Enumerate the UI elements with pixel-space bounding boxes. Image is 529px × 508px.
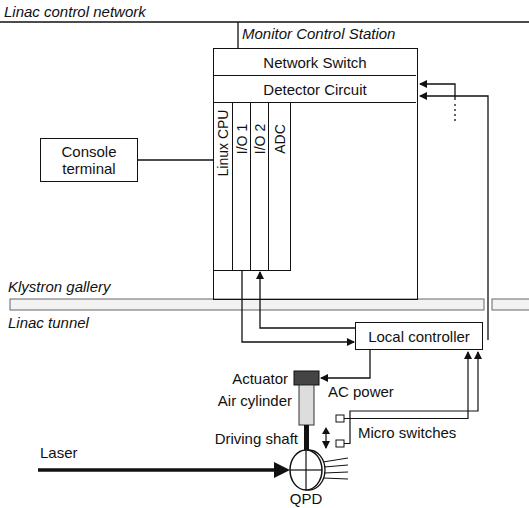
region-label: Linac control network [4, 3, 146, 20]
box-label: Network Switch [259, 54, 370, 71]
micro-switch [336, 440, 344, 447]
qpd-symbol [290, 450, 322, 490]
part-label: Air cylinder [218, 392, 292, 409]
qpd-wire [324, 472, 348, 473]
module-box: Network Switch [214, 49, 416, 76]
part-label: Laser [40, 444, 78, 461]
slot-label: ADC [271, 124, 288, 154]
slot-label: Linux CPU [215, 110, 232, 177]
more-signals [454, 104, 455, 124]
connector [242, 271, 354, 342]
connector [260, 272, 355, 328]
signal-label: AC power [328, 383, 394, 400]
region-label: Linac tunnel [8, 314, 89, 331]
box-label: Local controller [364, 328, 474, 345]
ac-power-line [321, 350, 370, 378]
module-box: Detector Circuit [214, 76, 416, 103]
qpd-cross [305, 450, 306, 490]
driving-shaft [304, 425, 309, 452]
part-label: QPD [290, 490, 323, 507]
micro-switch [336, 415, 344, 422]
qpd-wire [323, 458, 348, 462]
motion-arrow [322, 427, 330, 434]
qpd-wire [323, 478, 348, 479]
laser-arrowhead [274, 462, 290, 478]
slot-label: I/O 1 [233, 124, 250, 154]
part-label: Driving shaft [215, 430, 298, 447]
floor-band [492, 299, 529, 310]
slot-label: I/O 2 [251, 124, 268, 154]
qpd-wire [324, 465, 348, 467]
box-label: Console terminal [41, 143, 137, 177]
terminal-box: Console terminal [40, 138, 138, 182]
network-drop [237, 22, 238, 48]
rack-slot: I/O 1 [233, 103, 251, 271]
part-label: Actuator [232, 370, 288, 387]
laser-beam [38, 468, 278, 472]
signal-line [420, 84, 455, 100]
signal-cable [420, 96, 488, 340]
rack-slot: Linux CPU [214, 103, 233, 271]
network-line [0, 21, 529, 23]
station-box: Monitor Control StationNetwork SwitchDet… [213, 48, 418, 300]
part-label: Micro switches [358, 424, 456, 441]
station-heading: Monitor Control Station [242, 25, 395, 42]
air-cylinder [299, 385, 314, 425]
controller-box: Local controller [355, 322, 483, 350]
rack-slot: I/O 2 [251, 103, 269, 271]
connector [138, 159, 214, 160]
floor-band [10, 299, 484, 310]
rack-slot: ADC [269, 103, 291, 271]
region-label: Klystron gallery [8, 278, 111, 295]
box-label: Detector Circuit [259, 81, 370, 98]
actuator-symbol [294, 371, 319, 385]
